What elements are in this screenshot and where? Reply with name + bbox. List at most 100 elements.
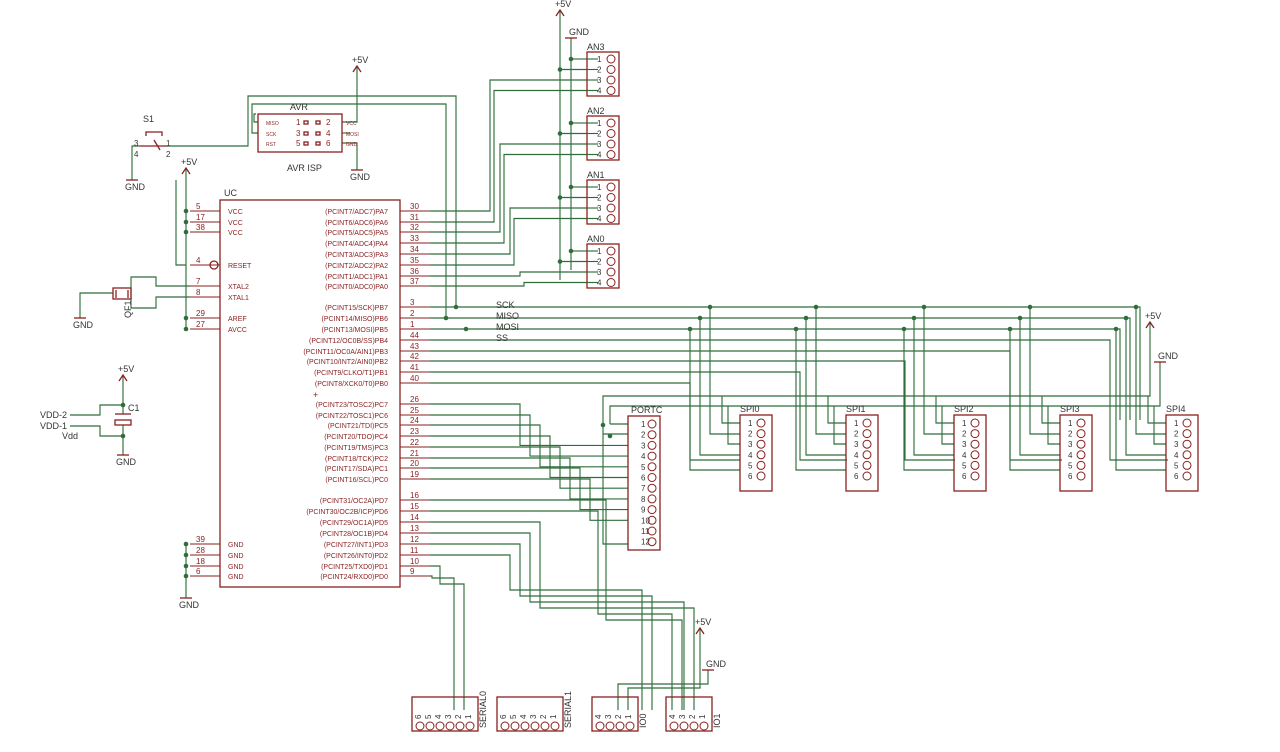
spi-header-body — [953, 414, 987, 492]
header-pin — [500, 721, 510, 731]
mcu-right-pin-name: (PCINT2/ADC2)PA2 — [325, 263, 388, 270]
spi-gnd-tap — [833, 406, 846, 445]
analog-header-pin-number: 4 — [597, 215, 602, 224]
header-pin — [647, 473, 657, 482]
xtal1-wire — [130, 293, 190, 309]
switch-designator: S1 — [143, 114, 154, 124]
analog-header-pin-number: 1 — [597, 183, 602, 192]
isp-vcc-label: +5V — [352, 55, 368, 65]
junction-dot — [557, 259, 563, 264]
avr-pin-name: MOSI — [346, 132, 359, 138]
spi-pin-number: 5 — [748, 461, 753, 470]
portc-pin-number: 11 — [641, 527, 650, 536]
junction-dot — [183, 541, 189, 547]
mcu-left-pin-name: GND — [228, 542, 244, 549]
header-pin — [647, 526, 657, 536]
spi-pin-number: 2 — [748, 430, 753, 439]
mcu-right-pin-name: (PCINT14/MISO)PB6 — [321, 316, 388, 323]
analog-header-pin-number: 2 — [597, 258, 602, 267]
junction-dot — [687, 326, 693, 332]
mcu-right-pin-number: 21 — [410, 449, 419, 458]
spi-gnd-tap — [941, 406, 954, 445]
mcu-left-pin-name: VCC — [228, 209, 243, 216]
header-pin — [606, 65, 616, 74]
analog-header-pin-number: 2 — [597, 194, 602, 203]
header-pin — [756, 439, 766, 449]
mcu-right-pin-name: (PCINT21/TDI)PC5 — [328, 423, 388, 430]
spi-pin-number: 6 — [1068, 472, 1073, 481]
mcu-right-pin-name: (PCINT24/RXD0)PD0 — [320, 574, 388, 581]
pd-wire — [430, 554, 643, 710]
header-pin — [1076, 450, 1086, 460]
header-pin — [550, 721, 560, 731]
mcu-right-pin-name: (PCINT18/TCK)PC2 — [325, 456, 388, 463]
mcu-right-pin-number: 14 — [410, 513, 419, 522]
junction-dot — [183, 326, 189, 332]
adc-wire — [430, 153, 587, 244]
portc-pin-number: 12 — [641, 538, 650, 547]
spi-bus-label: SS — [496, 333, 508, 343]
switch-pin: 1 — [166, 139, 171, 148]
header-pin — [606, 214, 616, 223]
vdd2-wire — [70, 404, 123, 416]
junction-dot — [1123, 315, 1129, 321]
ss-line — [600, 339, 1168, 461]
mcu-right-pin-number: 22 — [410, 438, 419, 447]
header-pin — [606, 54, 616, 64]
junction-dot — [120, 402, 126, 408]
header-pin — [1182, 471, 1192, 481]
bottom-header-pin-number: 2 — [614, 714, 623, 719]
mcu-right-pin-number: 43 — [410, 342, 419, 351]
spi-pin-number: 2 — [1068, 430, 1073, 439]
bottom-header-pin-number: 1 — [549, 714, 558, 719]
spi-pin-number: 5 — [1174, 461, 1179, 470]
adc-wire — [430, 143, 587, 233]
portc-pin-number: 7 — [641, 484, 646, 493]
junction-dot — [921, 304, 927, 310]
mcu-right-pin-name: (PCINT4/ADC4)PA4 — [325, 241, 388, 248]
portc-header-name: PORTC — [631, 405, 663, 415]
avr-pad — [315, 120, 321, 125]
avr-pin-number: 1 — [296, 118, 301, 127]
header-pin — [1076, 429, 1086, 439]
avr-pin-name: RST — [266, 142, 276, 148]
portc-pin-number: 4 — [641, 452, 646, 461]
header-pin — [756, 429, 766, 439]
portc-pin-number: 8 — [641, 495, 646, 504]
bottom-header-pin-number: 2 — [539, 714, 548, 719]
ss-line — [430, 371, 847, 461]
xtal2-wire — [130, 276, 190, 293]
bottom-header-pin-number: 2 — [688, 714, 697, 719]
mcu-right-pin-name: (PCINT26/INT0)PD2 — [324, 553, 388, 560]
mcu-right-pin-name: (PCINT9/CLKO/T1)PB1 — [314, 370, 388, 377]
spi-vcc-tap — [721, 396, 740, 424]
spi-mosi-tap — [903, 329, 954, 471]
vcc-arrow — [118, 373, 128, 382]
avr-pad — [303, 141, 309, 146]
spi-pin-number: 6 — [854, 472, 859, 481]
spi-header-name: SPI0 — [740, 404, 760, 414]
avr-pin-number: 3 — [296, 129, 301, 138]
bottom-header-name: SERIAL0 — [478, 691, 488, 728]
analog-header-pin-number: 4 — [597, 87, 602, 96]
miso-net — [430, 317, 1131, 420]
mcu-right-pin-number: 23 — [410, 427, 419, 436]
analog-header-pin-number: 4 — [597, 151, 602, 160]
mcu-right-pin-name: (PCINT15/SCK)PB7 — [325, 305, 388, 312]
label-layer: UC5VCC17VCC38VCC4RESET7XTAL28XTAL129AREF… — [40, 0, 1186, 728]
mosi-net — [430, 328, 1121, 420]
header-pin — [1182, 460, 1192, 470]
analog-gnd-label: GND — [569, 27, 590, 37]
junction-dot — [1027, 304, 1033, 310]
junction-dot — [557, 67, 563, 72]
spi-pin-number: 3 — [1068, 440, 1073, 449]
mcu-left-pin-number: 8 — [196, 288, 201, 297]
analog-header-pin-number: 2 — [597, 66, 602, 75]
header-pin — [699, 721, 709, 731]
avr-pad — [303, 120, 309, 125]
spi-pin-number: 4 — [1174, 451, 1179, 460]
mcu-left-pin-number: 5 — [196, 202, 201, 211]
junction-dot — [707, 304, 713, 310]
bottom-header-pin-number: 5 — [509, 714, 518, 719]
spi-pin-number: 4 — [748, 451, 753, 460]
